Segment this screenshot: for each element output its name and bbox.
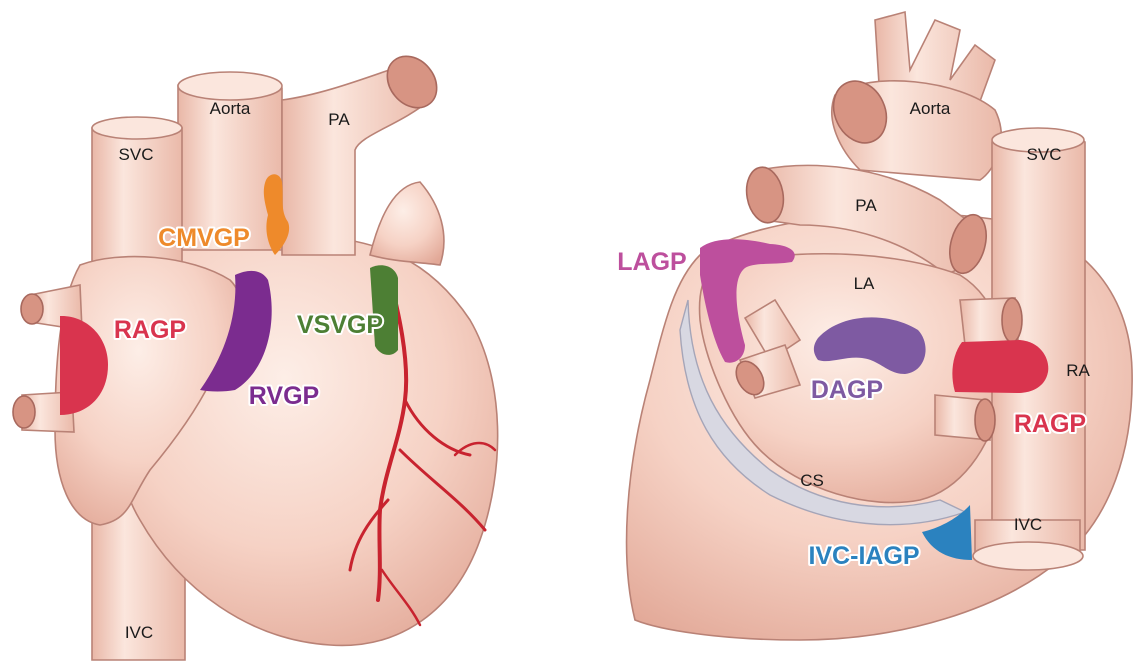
anterior-pulm-vein-lower-opening [13, 396, 35, 428]
ivc-iagp-label: IVC-IAGP [808, 542, 919, 570]
anterior-pa-label: PA [328, 110, 350, 129]
cmvgp-label: CMVGP [158, 224, 250, 252]
anterior-svc-label: SVC [119, 145, 154, 164]
posterior-ivc-opening [973, 542, 1083, 570]
anterior-svc-rim [92, 117, 182, 139]
anterior-heart-view: Aorta PA SVC IVC CMVGP RAGP VSVGP RVGP [13, 46, 498, 660]
dagp-label: DAGP [811, 376, 883, 404]
lagp-label: LAGP [617, 248, 686, 276]
anterior-aorta-rim [178, 72, 282, 100]
anterior-pulm-vein-upper-opening [21, 294, 43, 324]
anterior-ivc-label: IVC [125, 623, 153, 642]
anterior-left-appendage [370, 182, 444, 265]
posterior-ivc-label: IVC [1014, 515, 1042, 534]
rvgp-label: RVGP [249, 382, 319, 410]
ragp-posterior-label: RAGP [1014, 410, 1086, 438]
posterior-pa-label: PA [855, 196, 877, 215]
posterior-pulm-vein-upper-right-opening [1002, 298, 1022, 342]
posterior-heart-view: Aorta SVC PA LA RA CS IVC LAGP DAGP RAGP… [617, 12, 1132, 640]
ragp-posterior-plexus-shape [952, 340, 1048, 393]
posterior-aorta-label: Aorta [910, 99, 951, 118]
anterior-aorta-label: Aorta [210, 99, 251, 118]
vsvgp-label: VSVGP [297, 311, 383, 339]
posterior-pulm-vein-lower-right-opening [975, 399, 995, 441]
posterior-ra-label: RA [1066, 361, 1090, 380]
posterior-la-label: LA [854, 274, 875, 293]
posterior-cs-label: CS [800, 471, 824, 490]
posterior-svc-label: SVC [1027, 145, 1062, 164]
ragp-anterior-label: RAGP [114, 316, 186, 344]
